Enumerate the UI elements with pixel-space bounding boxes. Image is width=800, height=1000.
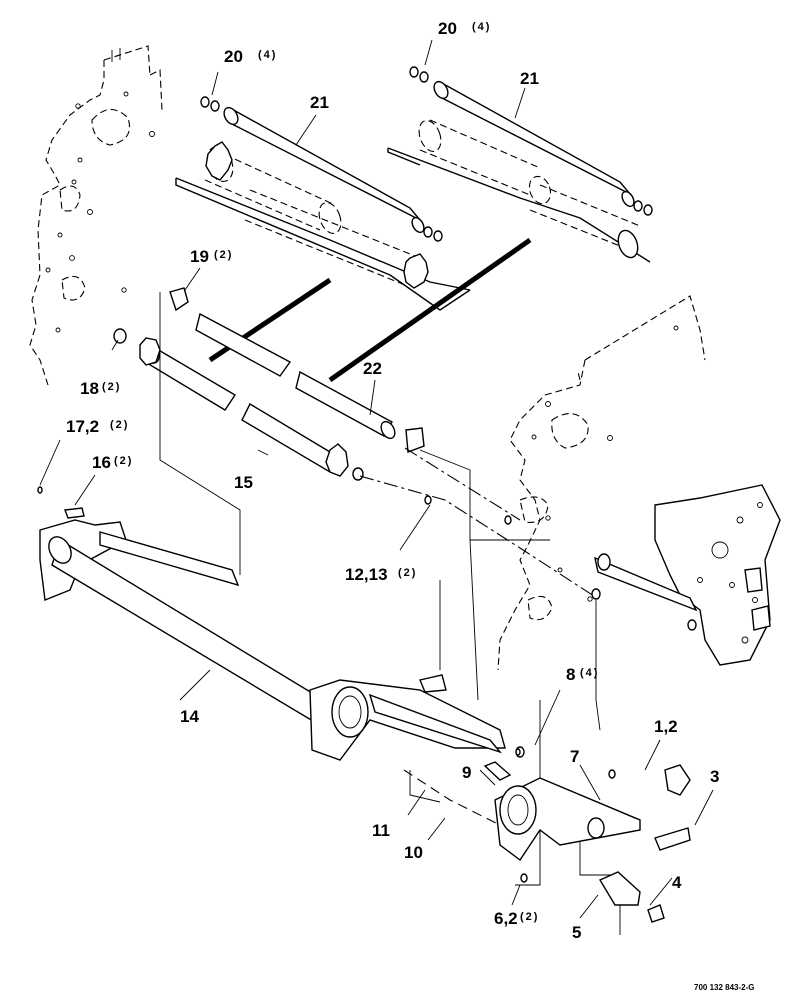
callout-15-number: 15	[234, 473, 253, 492]
upper-right-roller-assembly	[387, 119, 651, 263]
callout-3-number: 3	[710, 767, 719, 786]
callout-5-number: 5	[572, 923, 581, 942]
callout-8-number: 8	[566, 665, 575, 684]
main-shaft-14	[39, 519, 601, 761]
shaft-21-right	[409, 66, 653, 216]
callout-17-number: 17,2	[66, 417, 99, 436]
callout-20b-qty: (4)	[472, 21, 491, 33]
callout-14-number: 14	[180, 707, 199, 726]
callout-21a-number: 21	[310, 93, 329, 112]
callout-6-number: 6,2	[494, 909, 518, 928]
small-hardware	[37, 486, 521, 756]
callout-12-qty: (2)	[398, 567, 417, 579]
callout-16-qty: (2)	[114, 455, 133, 467]
callout-10-number: 10	[404, 843, 423, 862]
callout-9-number: 9	[462, 763, 471, 782]
callout-20b-number: 20	[438, 19, 457, 38]
connector-line-right	[328, 237, 532, 383]
callout-22-number: 22	[363, 359, 382, 378]
shaft-21-left	[200, 96, 443, 242]
callout-21b-number: 21	[520, 69, 539, 88]
callout-19-number: 19	[190, 247, 209, 266]
reference-code: 700 132 843-2-G	[694, 983, 755, 992]
callout-19-qty: (2)	[214, 249, 233, 261]
left-frame-panel	[29, 45, 163, 386]
callout-1-number: 1,2	[654, 717, 678, 736]
callout-7-number: 7	[570, 747, 579, 766]
callout-12-number: 12,13	[345, 565, 388, 584]
upper-left-roller-assembly	[175, 141, 471, 311]
explode-lines	[159, 292, 621, 935]
callout-6-qty: (2)	[520, 911, 539, 923]
callout-17-qty: (2)	[110, 419, 129, 431]
callout-16-number: 16	[92, 453, 111, 472]
callout-20a-qty: (4)	[258, 49, 277, 61]
right-frame-panel	[497, 295, 706, 671]
roller-15	[113, 328, 364, 481]
callout-20a-number: 20	[224, 47, 243, 66]
callout-18-qty: (2)	[102, 381, 121, 393]
callout-arrows	[39, 39, 714, 919]
callout-18-number: 18	[80, 379, 99, 398]
callout-8-qty: (4)	[580, 667, 599, 679]
right-side-plate	[594, 484, 781, 666]
callout-4-number: 4	[672, 873, 682, 892]
callout-labels: 20 (4) 21 20 (4) 21 19 (2) 18 (2) 22 17,…	[66, 19, 755, 992]
roller-22	[169, 287, 425, 453]
callout-11-number: 11	[372, 821, 390, 840]
